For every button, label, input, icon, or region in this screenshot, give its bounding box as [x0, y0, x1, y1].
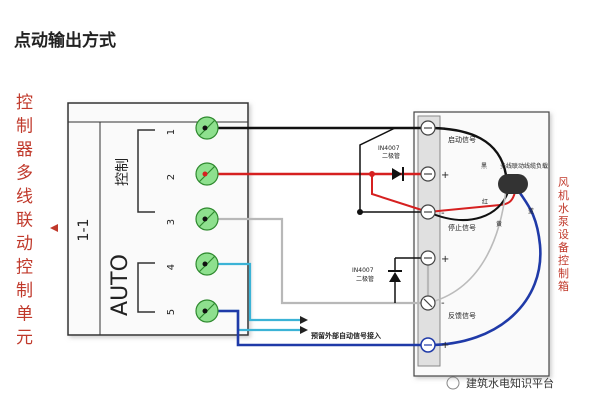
terminal-2 — [195, 162, 219, 186]
watermark-text: 建筑水电知识平台 — [466, 376, 554, 390]
diode-2-type: 二极管 — [356, 275, 374, 283]
wires — [205, 126, 542, 347]
terminal-number-4: 4 — [166, 264, 177, 270]
diode-icon — [389, 272, 401, 282]
polarity-1: - — [441, 123, 445, 134]
terminal-number-3: 3 — [166, 219, 177, 225]
polarity-marks: - + - + - + — [441, 123, 449, 351]
wire-yellow-label: 黄 — [496, 220, 502, 228]
controller-unit-label: 控制器多线联动控制单元 — [16, 93, 33, 348]
left-vertical-label: 控制器多线联动控制单元 — [16, 93, 33, 348]
cyan-wire-4 — [205, 262, 300, 322]
module-name: 1-1 — [76, 219, 92, 242]
terminal-1 — [195, 116, 219, 140]
polarity-3: - — [441, 208, 445, 219]
polarity-4: + — [441, 254, 449, 265]
polarity-6: + — [441, 340, 449, 351]
wire-red-label: 红 — [482, 198, 488, 206]
black-loop — [359, 127, 428, 213]
terminal-number-1: 1 — [166, 129, 177, 135]
arrow-icon — [300, 326, 308, 334]
load-label: 多线联动线缆负载 — [500, 162, 548, 170]
terminal-number-5: 5 — [166, 309, 177, 315]
diode-2-model: IN4007 — [352, 267, 374, 274]
diode-1-model: IN4007 — [378, 145, 400, 152]
wechat-icon — [446, 376, 460, 390]
terminal-5 — [195, 299, 219, 323]
start-signal-label: 启动信号 — [448, 135, 476, 144]
polarity-5: - — [441, 298, 445, 309]
control-label: 控制 — [115, 158, 131, 186]
diode-1: IN4007 二极管 — [378, 145, 404, 181]
right-terminals — [420, 120, 436, 353]
diode-icon — [392, 168, 402, 180]
wire-blue-label: 蓝 — [528, 207, 534, 215]
auto-bracket — [137, 262, 155, 313]
auto-label: AUTO — [108, 254, 133, 316]
terminal-strip — [417, 115, 441, 367]
page-title: 点动输出方式 — [14, 30, 116, 51]
external-signal-label: 预留外部自动信号接入 — [311, 331, 381, 340]
terminal-4 — [195, 252, 219, 276]
feedback-signal-label: 反馈信号 — [448, 311, 476, 320]
blue-wire — [205, 192, 542, 347]
wire-black-label: 黑 — [481, 163, 487, 170]
terminal-3 — [195, 207, 219, 231]
watermark: 建筑水电知识平台 — [446, 376, 554, 390]
control-box-label: 风机水泵设备控制箱 — [558, 176, 569, 293]
polarity-2: + — [441, 170, 449, 181]
arrow-icon — [50, 224, 58, 232]
control-bracket — [137, 129, 155, 213]
gray-wire-3 — [205, 217, 430, 305]
stop-signal-label: 停止信号 — [448, 223, 476, 232]
gray-wire-load — [427, 189, 507, 304]
left-terminals — [195, 116, 219, 323]
arrow-icon — [300, 316, 308, 324]
red-wire-branch — [371, 174, 429, 213]
terminal-number-2: 2 — [166, 174, 177, 180]
diode-1-type: 二极管 — [382, 152, 400, 160]
load-icon — [498, 174, 528, 194]
